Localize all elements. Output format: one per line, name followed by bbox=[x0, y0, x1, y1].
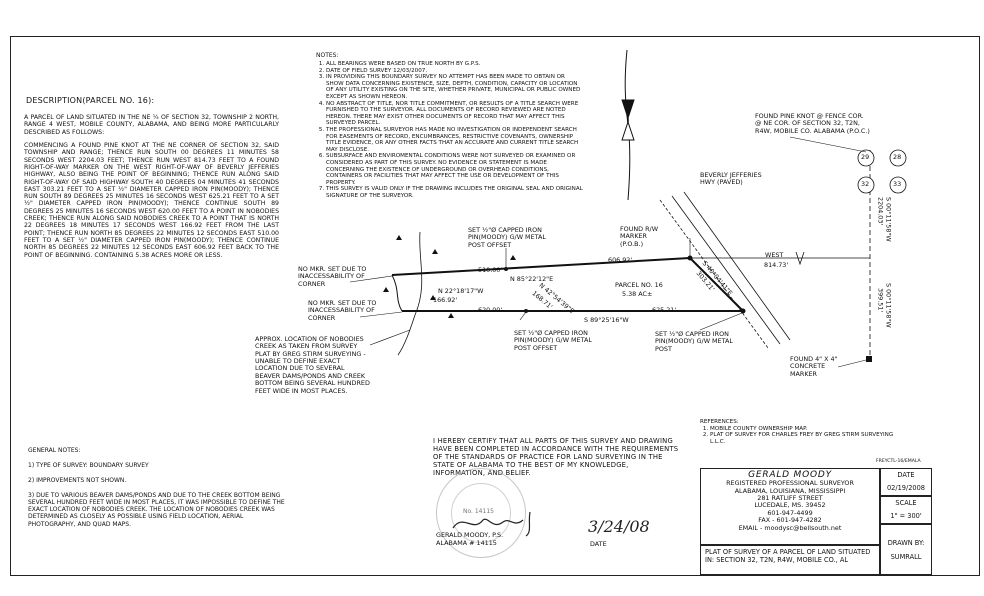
concrete-marker-label: FOUND 4" X 4" CONCRETE MARKER bbox=[790, 355, 838, 378]
company-email: EMAIL - moodysc@bellsouth.net bbox=[738, 523, 842, 532]
seal-number: No. 14115 bbox=[463, 508, 494, 515]
notes-header: NOTES: bbox=[316, 52, 339, 59]
found-pine-knot-label: FOUND PINE KNOT @ FENCE COR. @ NE COR. O… bbox=[755, 112, 870, 135]
dim-814-73: 814.73' bbox=[764, 261, 789, 269]
company-line2: ALABAMA, LOUISIANA, MISSISSIPPI bbox=[734, 486, 846, 495]
notes-list: ALL BEARINGS WERE BASED ON TRUE NORTH BY… bbox=[316, 61, 584, 199]
bearing-south: S 89°25'16"W bbox=[584, 316, 629, 324]
company-line4: LUCEDALE, MS. 39452 bbox=[754, 501, 826, 510]
description-paragraph: COMMENCING A FOUND PINE KNOT AT THE NE C… bbox=[24, 141, 279, 259]
signature-date-label: DATE bbox=[590, 540, 607, 548]
leader-lines bbox=[349, 136, 867, 368]
note-item: NO ABSTRACT OF TITLE, NOR TITLE COMMITME… bbox=[326, 101, 584, 127]
drawn-by-cell: DRAWN BY: SUMRALL bbox=[880, 524, 932, 575]
pin-bottom-mid-label: SET ½"Ø CAPPED IRON PIN(MOODY) G/W METAL… bbox=[514, 329, 592, 352]
note-item: SUBSURFACE AND ENVIROMENTAL CONDITIONS W… bbox=[326, 153, 584, 186]
bearing-s0011: S 00°11'58"W bbox=[884, 197, 893, 242]
highway-label: BEVERLY JEFFERIES HWY (PAVED) bbox=[700, 171, 762, 187]
found-rw-marker-label: FOUND R/W MARKER (P.O.B.) bbox=[620, 225, 659, 248]
company-fax: FAX - 601-947-4282 bbox=[758, 516, 822, 525]
references-list: MOBILE COUNTY OWNERSHIP MAP. PLAT OF SUR… bbox=[700, 426, 900, 446]
general-note-item: 2) IMPROVEMENTS NOT SHOWN. bbox=[28, 477, 127, 485]
no-marker-label-2: NO MKR. SET DUE TO INACCESSABILITY OF CO… bbox=[308, 299, 377, 322]
drawing-border bbox=[10, 36, 980, 576]
scale-value: 1" = 300' bbox=[890, 512, 922, 520]
creek-note-label: APPROX. LOCATION OF NOBODIES CREEK AS TA… bbox=[255, 335, 370, 395]
references-block: REFERENCES: MOBILE COUNTY OWNERSHIP MAP.… bbox=[700, 419, 900, 445]
general-notes: GENERAL NOTES: 1) TYPE OF SURVEY: BOUNDA… bbox=[28, 447, 288, 536]
dim-606-92: 606.92' bbox=[608, 256, 633, 264]
section-32-label: 32 bbox=[861, 180, 870, 188]
general-note-item: 3) DUE TO VARIOUS BEAVER DAMS/PONDS AND … bbox=[28, 492, 285, 528]
pin-top-label: SET ½"Ø CAPPED IRON PIN(MOODY) G/W METAL… bbox=[468, 226, 546, 249]
signature-icon bbox=[452, 511, 531, 537]
pin-bottom-right-label: SET ½"Ø CAPPED IRON PIN(MOODY) G/W METAL… bbox=[655, 330, 733, 353]
bearing-s0011-2: S 00°11'58"W bbox=[884, 283, 893, 328]
surveyor-seal bbox=[436, 468, 526, 558]
handwritten-date: 3/24/08 bbox=[588, 517, 650, 536]
date-value: 02/19/2008 bbox=[886, 484, 925, 492]
surveyor-license: ALABAMA # 14115 bbox=[436, 538, 497, 547]
note-item: ALL BEARINGS WERE BASED ON TRUE NORTH BY… bbox=[326, 61, 584, 68]
note-item: IN PROVIDING THIS BOUNDARY SURVEY NO ATT… bbox=[326, 74, 584, 100]
reference-item: PLAT OF SURVEY FOR CHARLES FREY BY GREG … bbox=[710, 432, 900, 445]
scale-cell: SCALE 1" = 300' bbox=[880, 496, 932, 524]
dim-166-92: 166.92' bbox=[433, 296, 458, 304]
company-line1: REGISTERED PROFESSIONAL SURVEYOR bbox=[726, 479, 854, 488]
creek-line bbox=[397, 231, 423, 356]
west-label: WEST bbox=[765, 251, 784, 259]
acres-label: 5.38 AC± bbox=[622, 290, 653, 298]
description-title: DESCRIPTION(PARCEL NO. 16): bbox=[26, 96, 155, 105]
bearing-north: N 85°22'12"E bbox=[510, 275, 554, 283]
plat-title: PLAT OF SURVEY OF A PARCEL OF LAND SITUA… bbox=[700, 545, 880, 575]
notes-block: NOTES: ALL BEARINGS WERE BASED ON TRUE N… bbox=[316, 52, 584, 200]
references-header: REFERENCES: bbox=[700, 419, 739, 425]
dim-620: 620.00' bbox=[478, 306, 503, 314]
dim-625-21: 625.21' bbox=[652, 306, 677, 314]
handwritten-date-text: 3/24/08 bbox=[588, 517, 650, 536]
section-markers bbox=[857, 149, 907, 194]
reference-item: MOBILE COUNTY OWNERSHIP MAP. bbox=[710, 426, 900, 433]
note-item: THE PROFESSIONAL SURVEYOR HAS MADE NO IN… bbox=[326, 127, 584, 153]
scale-label: SCALE bbox=[895, 499, 917, 507]
drawn-by-value: SUMRALL bbox=[890, 553, 922, 561]
parcel-label: PARCEL NO. 16 bbox=[615, 281, 663, 289]
general-note-item: 1) TYPE OF SURVEY: BOUNDARY SURVEY bbox=[28, 462, 149, 470]
date-cell: DATE 02/19/2008 bbox=[880, 468, 932, 496]
section-29-label: 29 bbox=[861, 153, 870, 161]
note-item: THIS SURVEY IS VALID ONLY IF THE DRAWING… bbox=[326, 186, 584, 199]
date-label: DATE bbox=[897, 471, 915, 479]
marker-triangles bbox=[383, 235, 872, 362]
section-33-label: 33 bbox=[893, 180, 902, 188]
dim-2204-03: 2204.03' bbox=[876, 197, 885, 226]
drawing-id: FREYCTL-16/EMALA bbox=[876, 459, 921, 464]
dim-510: 510.00' bbox=[478, 266, 503, 274]
general-notes-header: GENERAL NOTES: bbox=[28, 447, 81, 454]
company-name: GERALD MOODY bbox=[748, 470, 832, 480]
description-body: A PARCEL OF LAND SITUATED IN THE NE ¼ OF… bbox=[24, 114, 279, 265]
company-phone: 601-947-4499 bbox=[767, 508, 813, 517]
surveyor-name: GERALD MOODY, P.S. bbox=[436, 531, 504, 539]
title-block-company: GERALD MOODY REGISTERED PROFESSIONAL SUR… bbox=[700, 468, 880, 545]
north-arrow-icon bbox=[621, 49, 635, 201]
company-line3: 281 RATLIFF STREET bbox=[757, 494, 823, 503]
no-marker-label-1: NO MKR. SET DUE TO INACCESSABILITY OF CO… bbox=[298, 265, 367, 288]
drawn-by-label: DRAWN BY: bbox=[887, 539, 925, 547]
dim-399-51: 399.51' bbox=[876, 288, 885, 313]
highway-lines bbox=[659, 191, 791, 349]
description-paragraph: A PARCEL OF LAND SITUATED IN THE NE ¼ OF… bbox=[24, 114, 279, 136]
section-28-label: 28 bbox=[893, 153, 902, 161]
note-item: DATE OF FIELD SURVEY 12/03/2007. bbox=[326, 68, 584, 75]
bearing-creek: N 22°18'17"W bbox=[438, 287, 484, 295]
surveyor-signature-block: GERALD MOODY, P.S. ALABAMA # 14115 bbox=[436, 531, 504, 547]
